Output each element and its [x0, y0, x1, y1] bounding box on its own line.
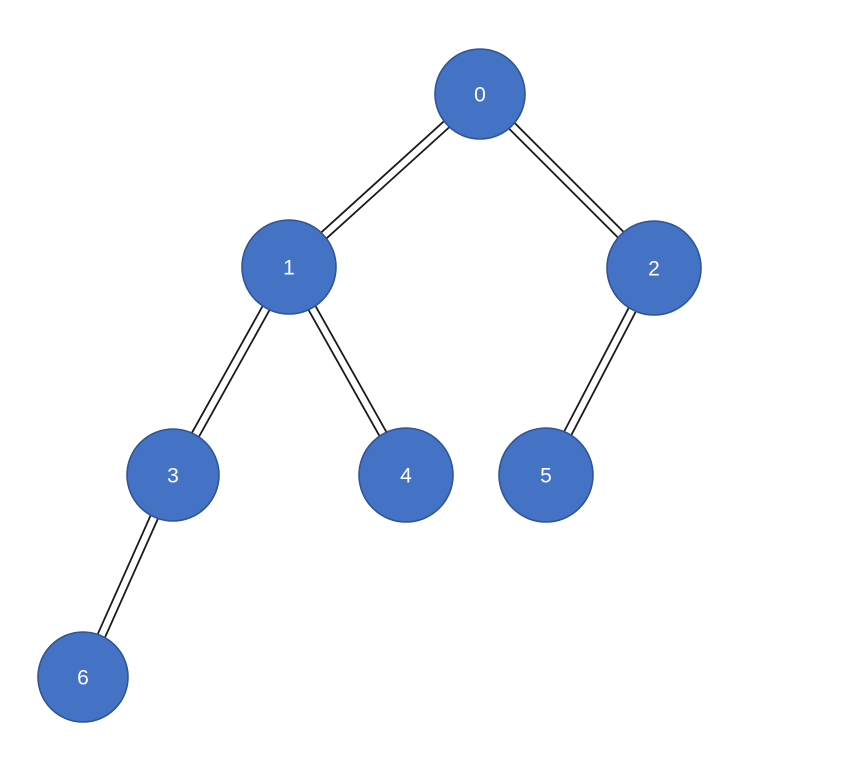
edges-group [96, 119, 638, 639]
node-circle[interactable] [358, 427, 454, 523]
graph-edge [562, 306, 638, 437]
edge-stroke [103, 517, 160, 639]
graph-edge [190, 304, 271, 439]
edge-stroke [96, 514, 152, 636]
edge-stroke [507, 127, 620, 239]
graph-node-2[interactable]: 2 [606, 220, 702, 316]
node-circle[interactable] [606, 220, 702, 316]
graph-node-5[interactable]: 5 [498, 427, 594, 523]
edge-stroke [319, 119, 446, 234]
graph-node-1[interactable]: 1 [241, 219, 337, 315]
graph-node-0[interactable]: 0 [434, 48, 526, 140]
edge-stroke [325, 125, 451, 240]
edge-stroke [562, 306, 630, 433]
edge-stroke [570, 310, 638, 437]
node-circle[interactable] [241, 219, 337, 315]
graph-node-6[interactable]: 6 [37, 631, 129, 723]
graph-edge [507, 121, 625, 239]
node-circle[interactable] [126, 428, 220, 522]
node-circle[interactable] [434, 48, 526, 140]
edge-stroke [513, 121, 625, 234]
graph-node-4[interactable]: 4 [358, 427, 454, 523]
graph-edge [319, 119, 451, 240]
graph-node-3[interactable]: 3 [126, 428, 220, 522]
graph-edge [96, 514, 160, 639]
edge-stroke [197, 308, 271, 439]
graph-edge [307, 304, 388, 438]
edge-stroke [314, 304, 388, 434]
node-circle[interactable] [37, 631, 129, 723]
edge-stroke [190, 304, 264, 435]
edge-stroke [307, 308, 381, 438]
node-circle[interactable] [498, 427, 594, 523]
